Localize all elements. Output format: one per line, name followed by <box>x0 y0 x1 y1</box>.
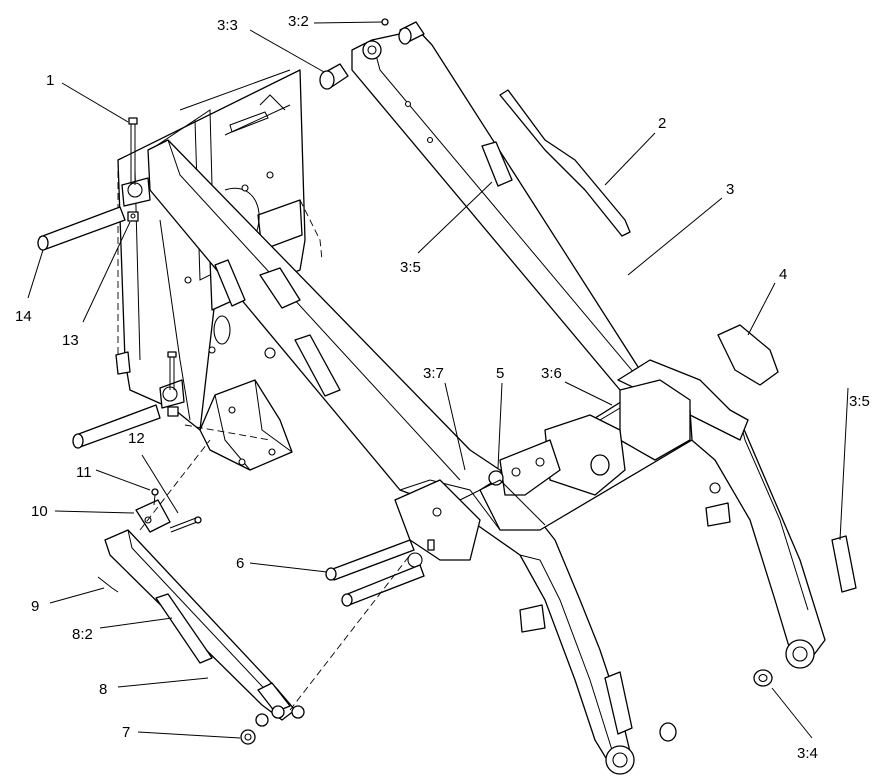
nut-13 <box>127 211 139 222</box>
callout-5: 5 <box>496 365 504 382</box>
callout-2: 2 <box>658 115 666 132</box>
callout-6: 6 <box>236 555 244 572</box>
callout-14: 14 <box>15 308 32 325</box>
link-8 <box>104 529 305 745</box>
bushing-top <box>398 21 425 45</box>
loader-arm-left <box>147 139 635 775</box>
callout-8-2: 8:2 <box>72 626 93 643</box>
decal-4 <box>717 324 779 386</box>
callout-13: 13 <box>62 332 79 349</box>
callout-3: 3 <box>726 181 734 198</box>
callout-12: 12 <box>128 430 145 447</box>
callout-10: 10 <box>31 503 48 520</box>
callout-3-4: 3:4 <box>797 745 818 762</box>
bushing-3-4 <box>753 669 773 687</box>
decal-2 <box>499 89 631 237</box>
grease-fitting-3-2 <box>381 18 389 26</box>
leader-lines <box>27 21 849 739</box>
callout-9: 9 <box>31 598 39 615</box>
bushing-3-3 <box>319 63 349 90</box>
bushing-bottom <box>659 722 677 742</box>
callout-3-2: 3:2 <box>288 13 309 30</box>
callout-8: 8 <box>99 681 107 698</box>
cotter-pin-9 <box>97 576 119 593</box>
bolt-12 <box>169 516 202 533</box>
lower-bolt-and-pin <box>72 351 179 449</box>
bolt-11 <box>151 488 159 506</box>
callout-3-3: 3:3 <box>217 17 238 34</box>
callout-7: 7 <box>122 724 130 741</box>
callout-4: 4 <box>779 266 787 283</box>
bolt-1 <box>128 117 138 185</box>
callout-3-5-upper: 3:5 <box>400 259 421 276</box>
decal-3-5-right <box>831 535 857 593</box>
callout-3-6: 3:6 <box>541 365 562 382</box>
callout-11: 11 <box>76 464 92 481</box>
callout-1: 1 <box>46 72 54 89</box>
pin-14 <box>37 206 126 251</box>
callout-3-7: 3:7 <box>423 365 444 382</box>
hidden-lines <box>139 424 411 711</box>
callout-labels: 1 2 3 3:2 3:3 3:4 3:5 3:5 3:6 3:7 4 5 6 … <box>15 13 870 762</box>
pin-6 <box>325 539 415 581</box>
cross-tube-assembly <box>459 379 693 531</box>
clamp-10 <box>135 499 171 533</box>
callout-3-5-right: 3:5 <box>849 393 870 410</box>
